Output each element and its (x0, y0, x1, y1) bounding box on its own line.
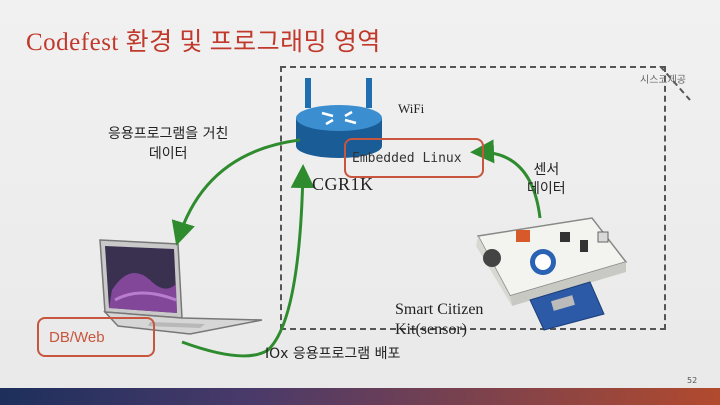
db-web-label: DB/Web (49, 329, 105, 346)
sensor-data-line2: 데이터 (527, 181, 566, 197)
cisco-provided-area (280, 66, 666, 330)
iox-deploy-label: IOx 응용프로그램 배포 (265, 346, 401, 362)
db-web-box: DB/Web (37, 317, 155, 357)
corner-fold (630, 66, 691, 101)
processed-data-line2: 데이터 (148, 146, 188, 162)
router-icon (296, 78, 382, 158)
page-number: 52 (687, 376, 698, 385)
wifi-label: WiFi (398, 101, 425, 116)
sensor-data-label: 센서 데이터 (527, 161, 566, 199)
device-label: CGR1K (312, 174, 374, 194)
arrow-sensor-to-router (470, 139, 542, 219)
processed-data-label: 응용프로그램을 거친 데이터 (108, 124, 228, 164)
processed-data-line1: 응용프로그램을 거친 (108, 126, 229, 142)
sensor-data-line1: 센서 (533, 162, 560, 178)
arrow-router-to-laptop (171, 138, 301, 246)
sensor-kit-line2: Kit(sensor) (395, 321, 467, 338)
slide-title: Codefest 환경 및 프로그래밍 영역 (26, 29, 381, 56)
corner-tag: 시스코제공 (640, 75, 686, 86)
embedded-linux-box: Embedded Linux (344, 138, 484, 178)
sensor-board-icon (476, 217, 628, 331)
bottom-bar (0, 388, 720, 405)
sensor-kit-line1: Smart Citizen (395, 301, 484, 318)
sensor-kit-label: Smart Citizen Kit(sensor) (395, 300, 483, 340)
embedded-linux-label: Embedded Linux (352, 151, 462, 166)
arrow-deploy-to-router (181, 164, 315, 358)
